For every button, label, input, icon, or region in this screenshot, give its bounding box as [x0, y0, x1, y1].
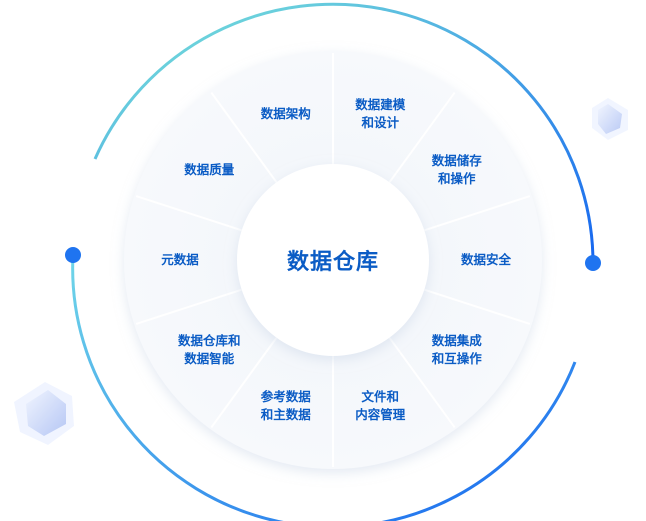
segment-label: 数据安全 [461, 251, 511, 269]
segment-label: 文件和内容管理 [355, 388, 405, 424]
segment-divider [423, 288, 531, 325]
segment-label-line: 和操作 [438, 171, 476, 187]
left-dot [65, 247, 81, 263]
segment-label-line: 数据智能 [184, 350, 235, 366]
segment-label-line: 数据仓库和 [177, 332, 241, 348]
segment-label-line: 和主数据 [260, 406, 311, 422]
segment-label-line: 数据架构 [260, 106, 311, 122]
segment-label: 数据质量 [184, 161, 234, 179]
right-dot [585, 255, 601, 271]
segment-label: 数据建模和设计 [355, 96, 405, 132]
segment-label-line: 和互操作 [431, 350, 482, 366]
segment-label: 元数据 [161, 251, 199, 269]
segment-divider [388, 91, 456, 183]
segment-label-line: 文件和 [361, 388, 400, 404]
segment-label-line: 参考数据 [260, 388, 311, 404]
segment-label: 数据储存和操作 [432, 152, 482, 188]
center-title: 数据仓库 [286, 250, 380, 275]
cube-icon-left [14, 382, 74, 445]
segment-label: 数据仓库和数据智能 [178, 332, 241, 368]
segment-divider [210, 337, 278, 429]
segment-label-line: 数据质量 [184, 162, 235, 178]
segment-label: 数据集成和互操作 [432, 332, 482, 368]
segment-label-line: 数据集成 [431, 332, 482, 348]
inner-circle [237, 164, 429, 356]
segment-label-line: 数据安全 [460, 252, 512, 267]
segment-divider [135, 195, 243, 232]
segment-dividers [135, 53, 531, 467]
segment-label: 数据架构 [261, 105, 311, 123]
segment-label-line: 内容管理 [355, 406, 406, 422]
cube-icon-right [592, 98, 628, 140]
segment-divider [210, 91, 278, 183]
segment-divider [135, 288, 243, 325]
top-arc [93, 2, 595, 263]
segment-divider [388, 337, 456, 429]
segment-label: 参考数据和主数据 [261, 388, 311, 424]
segment-label-line: 和设计 [361, 115, 400, 131]
segment-label-line: 数据储存 [431, 153, 482, 169]
bottom-arc [71, 254, 577, 521]
segment-divider [423, 195, 531, 232]
segment-label-line: 数据建模 [355, 97, 406, 113]
segment-label-line: 元数据 [161, 252, 199, 267]
